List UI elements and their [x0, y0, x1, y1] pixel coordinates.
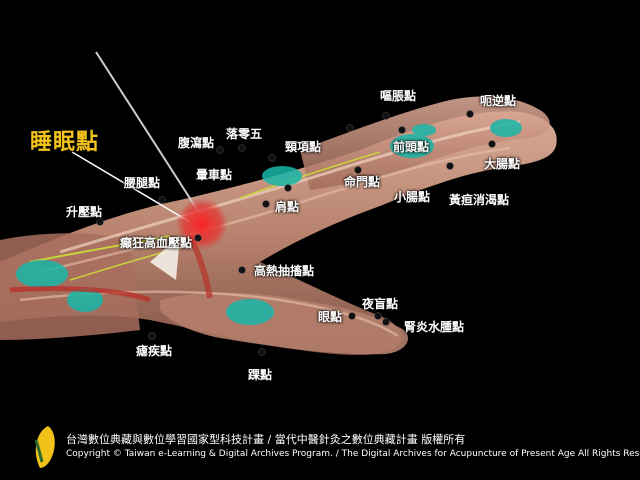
point-label-shengya: 升壓點 [66, 205, 103, 219]
point-label-yaotui: 腰腿點 [124, 176, 161, 190]
taiwan-logo [34, 426, 55, 468]
point-label-shenyan: 腎炎水腫點 [404, 320, 465, 334]
point-label-yundian: 暈車點 [196, 168, 233, 182]
point-label-nueji: 瘧疾點 [136, 344, 173, 358]
footer-credit-english: Copyright © Taiwan e-Learning & Digital … [66, 449, 640, 459]
point-label-gaore: 高熱抽搐點 [254, 264, 315, 278]
point-label-qiantou: 前頭點 [393, 140, 430, 154]
point-label-diankuang: 癲狂高血壓點 [120, 236, 193, 250]
joint-highlights [16, 119, 522, 325]
sleep-point-highlight [176, 198, 228, 250]
acupoint-dots [96, 110, 496, 356]
footer-credit-chinese: 台灣數位典藏與數位學習國家型科技計畫 / 當代中醫針灸之數位典藏計畫 版權所有 [66, 433, 466, 446]
title-pointer-line [71, 151, 191, 223]
point-label-xiaochang: 小腸點 [394, 190, 431, 204]
point-label-huai: 踝點 [248, 368, 273, 382]
point-label-dachang: 大腸點 [484, 157, 521, 171]
acupuncture-needle [95, 51, 201, 215]
point-label-yemang: 夜盲點 [362, 297, 399, 311]
point-label-huangdan: 黃疸消渴點 [449, 193, 510, 207]
sleep-point-title: 睡眠點 [30, 130, 100, 155]
point-label-mingmen: 命門點 [344, 175, 381, 189]
point-label-jingxiang: 頸項點 [285, 140, 322, 154]
point-label-enni: 呃逆點 [480, 94, 517, 108]
point-label-jian: 肩點 [275, 200, 300, 214]
point-label-fuxie: 腹瀉點 [178, 136, 215, 150]
point-label-luoling: 落零五 [226, 127, 263, 141]
point-label-yan: 眼點 [318, 310, 343, 324]
point-label-ouzhang: 嘔脹點 [380, 89, 417, 103]
